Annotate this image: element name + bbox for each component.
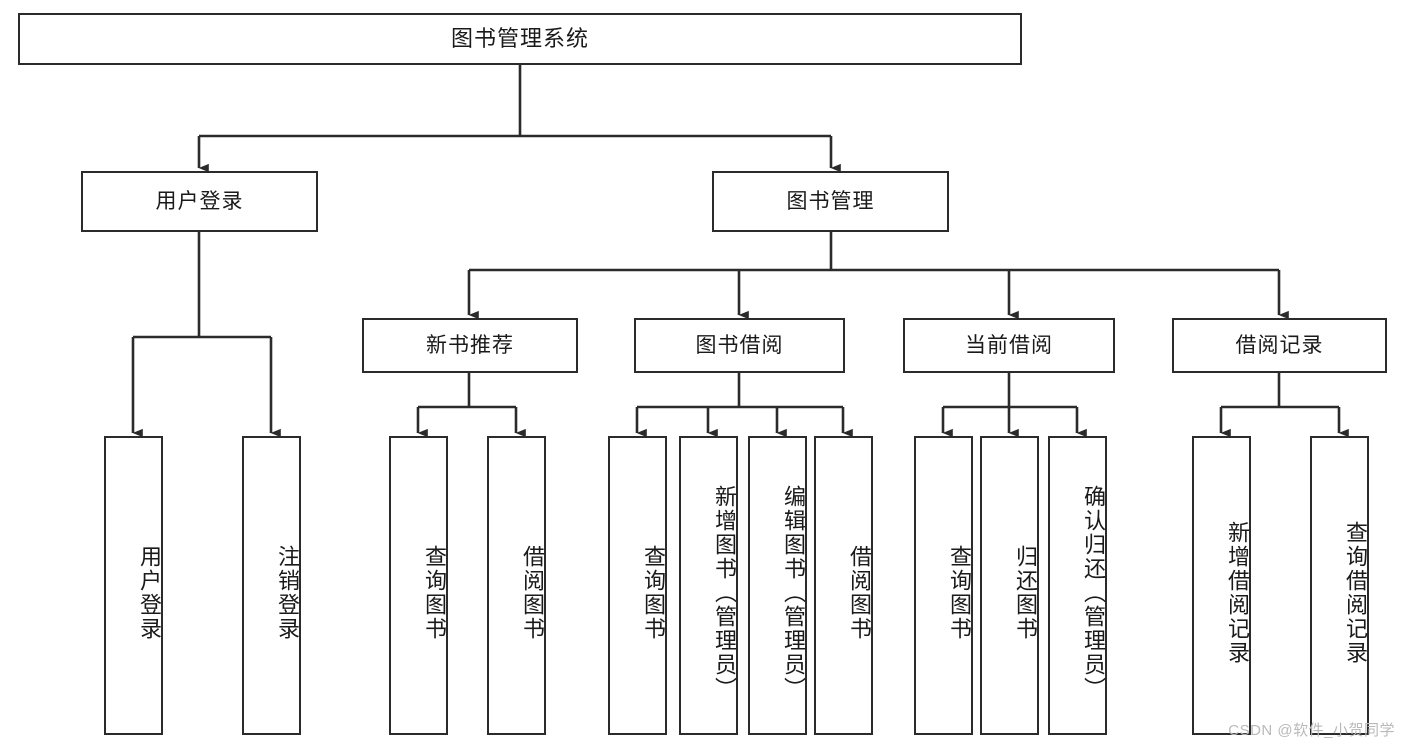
node-leaf-query-book-2-label: 查询图书	[641, 544, 666, 641]
node-book-borrow[interactable]: 图书借阅	[634, 318, 845, 373]
node-leaf-edit-book[interactable]: 编辑图书（管理员）	[748, 436, 807, 735]
node-book-manage[interactable]: 图书管理	[712, 171, 949, 232]
node-current-borrow[interactable]: 当前借阅	[903, 318, 1115, 373]
csdn-watermark: CSDN @软件_小贺同学	[1228, 722, 1395, 739]
node-leaf-user-login[interactable]: 用户登录	[104, 436, 163, 735]
node-user-login-label: 用户登录	[155, 189, 244, 213]
node-leaf-return-book-label: 归还图书	[1013, 544, 1038, 641]
node-leaf-confirm-return-label: 确认归还（管理员）	[1081, 484, 1106, 701]
node-user-login[interactable]: 用户登录	[81, 171, 318, 232]
node-leaf-borrow-book-2-label: 借阅图书	[847, 544, 872, 641]
node-book-borrow-label: 图书借阅	[695, 333, 784, 357]
node-leaf-add-record-label: 新增借阅记录	[1225, 520, 1250, 665]
node-leaf-query-book-1-label: 查询图书	[422, 544, 447, 641]
node-leaf-add-book[interactable]: 新增图书（管理员）	[679, 436, 738, 735]
node-leaf-query-book-2[interactable]: 查询图书	[608, 436, 667, 735]
node-root-label: 图书管理系统	[450, 25, 589, 51]
node-leaf-confirm-return[interactable]: 确认归还（管理员）	[1048, 436, 1107, 735]
node-leaf-user-logout[interactable]: 注销登录	[242, 436, 301, 735]
node-leaf-user-login-label: 用户登录	[137, 544, 162, 641]
node-borrow-record-label: 借阅记录	[1235, 333, 1324, 357]
node-leaf-return-book[interactable]: 归还图书	[980, 436, 1039, 735]
node-leaf-query-book-3[interactable]: 查询图书	[914, 436, 973, 735]
node-leaf-borrow-book-1-label: 借阅图书	[520, 544, 545, 641]
node-leaf-borrow-book-2[interactable]: 借阅图书	[814, 436, 873, 735]
node-current-borrow-label: 当前借阅	[965, 333, 1053, 357]
node-borrow-record[interactable]: 借阅记录	[1172, 318, 1387, 373]
node-book-manage-label: 图书管理	[786, 189, 875, 213]
node-leaf-borrow-book-1[interactable]: 借阅图书	[487, 436, 546, 735]
node-new-book-recommend-label: 新书推荐	[426, 333, 514, 357]
node-leaf-query-record[interactable]: 查询借阅记录	[1310, 436, 1369, 735]
node-new-book-recommend[interactable]: 新书推荐	[362, 318, 578, 373]
node-leaf-user-logout-label: 注销登录	[275, 544, 300, 641]
node-root[interactable]: 图书管理系统	[18, 13, 1022, 65]
node-leaf-query-book-1[interactable]: 查询图书	[389, 436, 448, 735]
node-leaf-query-record-label: 查询借阅记录	[1343, 520, 1368, 665]
node-leaf-query-book-3-label: 查询图书	[947, 544, 972, 641]
node-leaf-edit-book-label: 编辑图书（管理员）	[781, 484, 806, 701]
node-leaf-add-record[interactable]: 新增借阅记录	[1192, 436, 1251, 735]
node-leaf-add-book-label: 新增图书（管理员）	[712, 484, 737, 701]
